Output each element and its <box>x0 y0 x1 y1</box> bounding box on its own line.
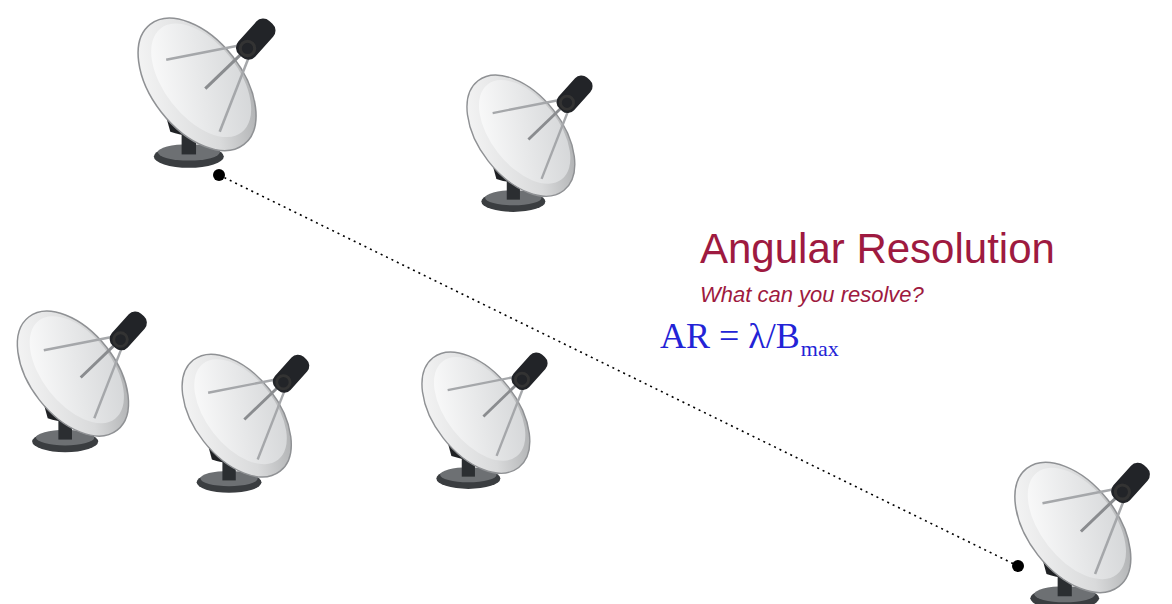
subtitle: What can you resolve? <box>700 282 924 307</box>
dish-antenna <box>0 291 151 457</box>
formula: AR = λ/B <box>660 316 800 357</box>
baseline-end <box>1012 560 1024 572</box>
dish-antenna <box>400 332 551 493</box>
dish-antenna <box>160 334 313 497</box>
formula-subscript: max <box>801 336 839 361</box>
dish-antenna <box>114 0 279 172</box>
heading: Angular Resolution <box>700 225 1055 273</box>
dish-antenna <box>445 55 596 216</box>
baseline-end <box>213 169 225 181</box>
dish-antenna <box>992 441 1154 604</box>
